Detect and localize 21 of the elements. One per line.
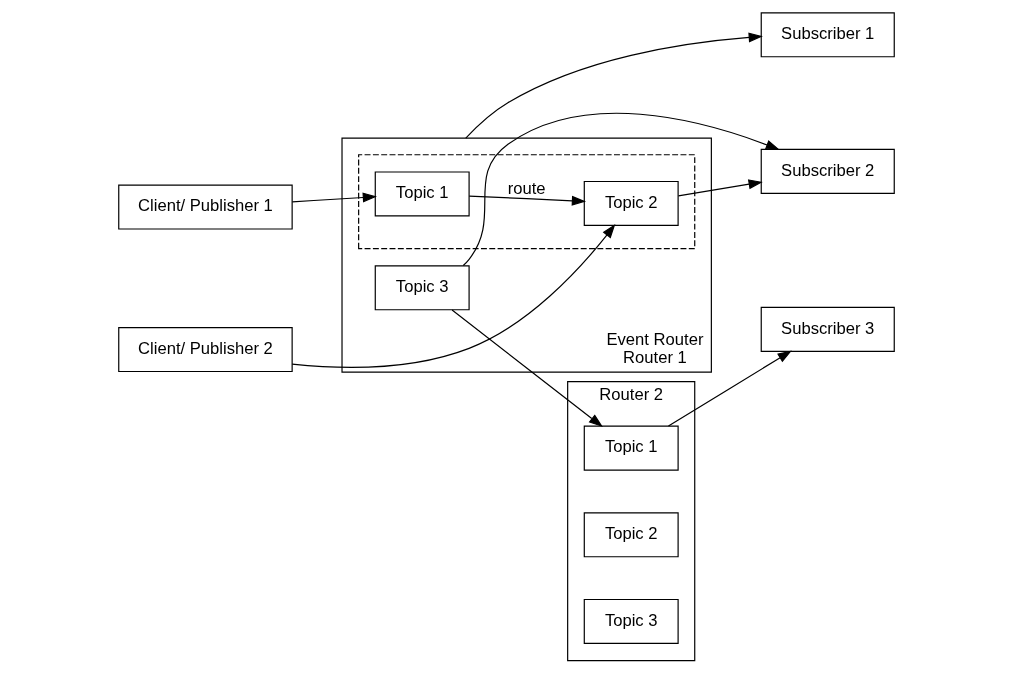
node-box: Subscriber 2 [760, 148, 895, 194]
node-box: Subscriber 1 [760, 12, 895, 58]
edge-label: route [507, 179, 546, 199]
node-box: Topic 1 [374, 171, 470, 217]
cluster [357, 154, 695, 250]
arrow [291, 224, 615, 368]
node-box: Subscriber 3 [760, 306, 895, 352]
arrow [468, 195, 586, 206]
arrow [462, 112, 780, 267]
node-box: Client/ Publisher 2 [117, 326, 293, 373]
arrow [667, 350, 792, 427]
arrow [291, 192, 377, 203]
node-box: Topic 2 [583, 512, 679, 558]
node-box: Topic 2 [583, 180, 679, 226]
node-box: Topic 3 [374, 265, 470, 311]
arrow [451, 309, 603, 428]
arrow [464, 32, 763, 139]
node-box: Topic 1 [583, 425, 679, 471]
node-box: Topic 3 [583, 598, 679, 645]
arrow [677, 179, 763, 197]
node-box: Client/ Publisher 1 [117, 184, 293, 230]
